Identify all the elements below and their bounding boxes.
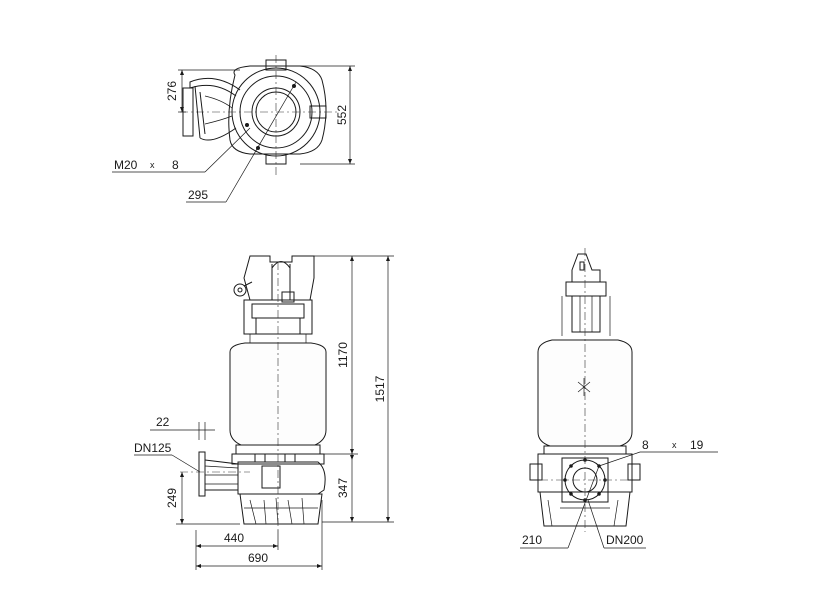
outlet-dn125-label: DN125 bbox=[134, 441, 172, 455]
dim-22: 22 bbox=[156, 415, 170, 429]
bolt-count-label: 8 bbox=[172, 158, 179, 172]
logo-icon bbox=[577, 378, 591, 396]
hole-count-label: 8 bbox=[642, 438, 649, 452]
dim-1170: 1170 bbox=[336, 342, 350, 368]
pcd-210-label: 210 bbox=[522, 533, 542, 547]
dim-276: 276 bbox=[165, 81, 179, 101]
dim-690: 690 bbox=[248, 551, 268, 565]
dim-1517: 1517 bbox=[373, 375, 387, 402]
dim-249: 249 bbox=[165, 488, 179, 508]
hole-diameter-label: 19 bbox=[690, 438, 704, 452]
top-view: 276 552 M20 x 8 295 bbox=[112, 55, 355, 203]
side-view: 22 DN125 249 1170 347 1517 440 bbox=[134, 255, 394, 570]
inlet-dn200-label: DN200 bbox=[606, 533, 644, 547]
front-view: 8 x 19 210 DN200 bbox=[520, 248, 718, 549]
hole-times-sign: x bbox=[672, 440, 677, 450]
dim-552: 552 bbox=[335, 105, 349, 125]
pcd-295-label: 295 bbox=[188, 188, 208, 202]
bolt-times-sign: x bbox=[150, 160, 155, 170]
bolt-size-label: M20 bbox=[114, 158, 138, 172]
dim-347: 347 bbox=[336, 478, 350, 498]
dim-440: 440 bbox=[224, 531, 244, 545]
